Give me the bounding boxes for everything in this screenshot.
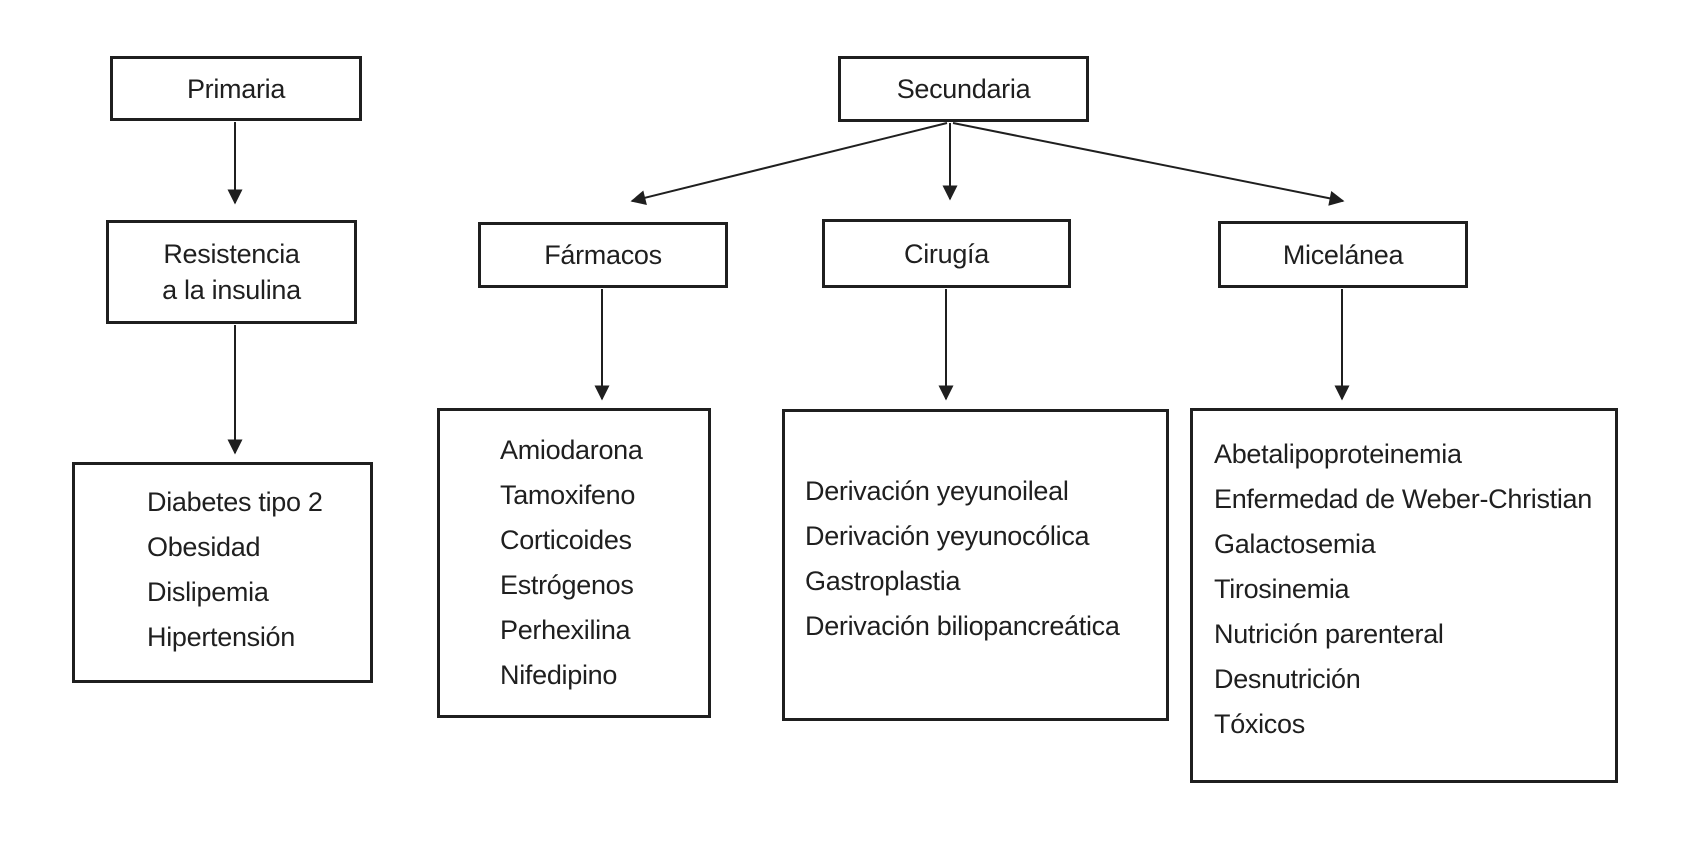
- node-farmacos-label: Fármacos: [544, 240, 662, 270]
- node-cirugia: Cirugía: [822, 219, 1071, 288]
- node-micelanea-label: Micelánea: [1282, 239, 1404, 270]
- list-item: Amiodarona: [500, 435, 643, 465]
- list-item: Tóxicos: [1214, 709, 1305, 739]
- list-item: Derivación yeyunoileal: [805, 476, 1069, 506]
- list-item: Abetalipoproteinemia: [1214, 439, 1462, 469]
- node-micelanea-list: Abetalipoproteinemia Enfermedad de Weber…: [1190, 408, 1618, 783]
- list-item: Corticoides: [500, 525, 632, 555]
- node-primaria: Primaria: [110, 56, 362, 121]
- node-secundaria-label: Secundaria: [896, 74, 1031, 104]
- list-item: Nifedipino: [500, 660, 618, 690]
- node-cirugia-list: Derivación yeyunoileal Derivación yeyuno…: [782, 409, 1169, 721]
- list-item: Tirosinemia: [1214, 574, 1350, 604]
- list-item: Gastroplastia: [805, 566, 961, 596]
- node-primaria-consequences-list: Diabetes tipo 2 Obesidad Dislipemia Hipe…: [72, 462, 373, 683]
- list-item: Tamoxifeno: [500, 480, 636, 510]
- arrow-secundaria-to-micelanea: [952, 122, 1345, 206]
- node-primaria-label: Primaria: [186, 73, 286, 104]
- list-item: Derivación biliopancreática: [805, 611, 1120, 641]
- node-farmacos-list: Amiodarona Tamoxifeno Corticoides Estróg…: [437, 408, 711, 718]
- list-item: Dislipemia: [147, 577, 269, 607]
- list-item: Galactosemia: [1214, 529, 1376, 559]
- list-item: Nutrición parenteral: [1214, 619, 1444, 649]
- list-item: Derivación yeyunocólica: [805, 521, 1090, 551]
- list-item: Desnutrición: [1214, 664, 1361, 694]
- node-resistencia-line1: Resistencia: [163, 239, 300, 269]
- node-secundaria: Secundaria: [838, 56, 1089, 122]
- list-item: Estrógenos: [500, 570, 634, 600]
- list-item: Perhexilina: [500, 615, 631, 645]
- node-resistencia-insulina: Resistencia a la insulina: [106, 220, 357, 324]
- node-resistencia-line2: a la insulina: [162, 275, 301, 305]
- arrow-secundaria-to-farmacos: [630, 122, 948, 206]
- node-cirugia-label: Cirugía: [904, 238, 989, 269]
- node-farmacos: Fármacos: [478, 222, 728, 288]
- node-micelanea: Micelánea: [1218, 221, 1468, 288]
- list-item: Diabetes tipo 2: [147, 487, 323, 517]
- list-item: Obesidad: [147, 532, 261, 562]
- list-item: Enfermedad de Weber-Christian: [1214, 484, 1592, 514]
- list-item: Hipertensión: [147, 622, 295, 652]
